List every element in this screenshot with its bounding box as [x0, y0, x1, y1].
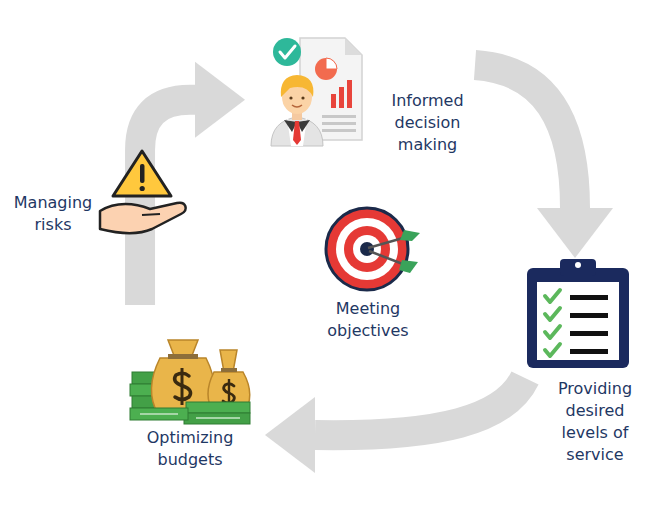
report-person-icon: [271, 38, 362, 146]
arrow-head: [537, 208, 613, 258]
cycle-step: Managing risks: [5, 145, 190, 305]
cycle-arrow: [265, 378, 525, 473]
cycle-arrow: [475, 65, 613, 258]
cycle-step: Optimizing budgets: [128, 328, 265, 474]
cycle-step: Informed decision making: [245, 35, 475, 155]
step-label: Optimizing budgets: [135, 427, 245, 471]
step-label: Managing risks: [5, 192, 101, 236]
arrow-head: [265, 397, 315, 473]
risk-hand-icon: [100, 151, 186, 233]
arrow-shaft: [315, 378, 525, 435]
arrow-head: [195, 62, 245, 138]
cycle-step: Providing desired levels of service: [525, 258, 650, 470]
step-label: Meeting objectives: [313, 298, 423, 342]
arrow-shaft: [140, 100, 195, 305]
target-icon: [326, 208, 420, 290]
cycle-step: Meeting objectives: [313, 205, 423, 347]
step-label: Informed decision making: [380, 90, 475, 156]
checklist-icon: [527, 259, 629, 368]
step-label: Providing desired levels of service: [545, 378, 645, 466]
money-bags-icon: [130, 340, 250, 424]
arrow-shaft: [475, 65, 575, 208]
